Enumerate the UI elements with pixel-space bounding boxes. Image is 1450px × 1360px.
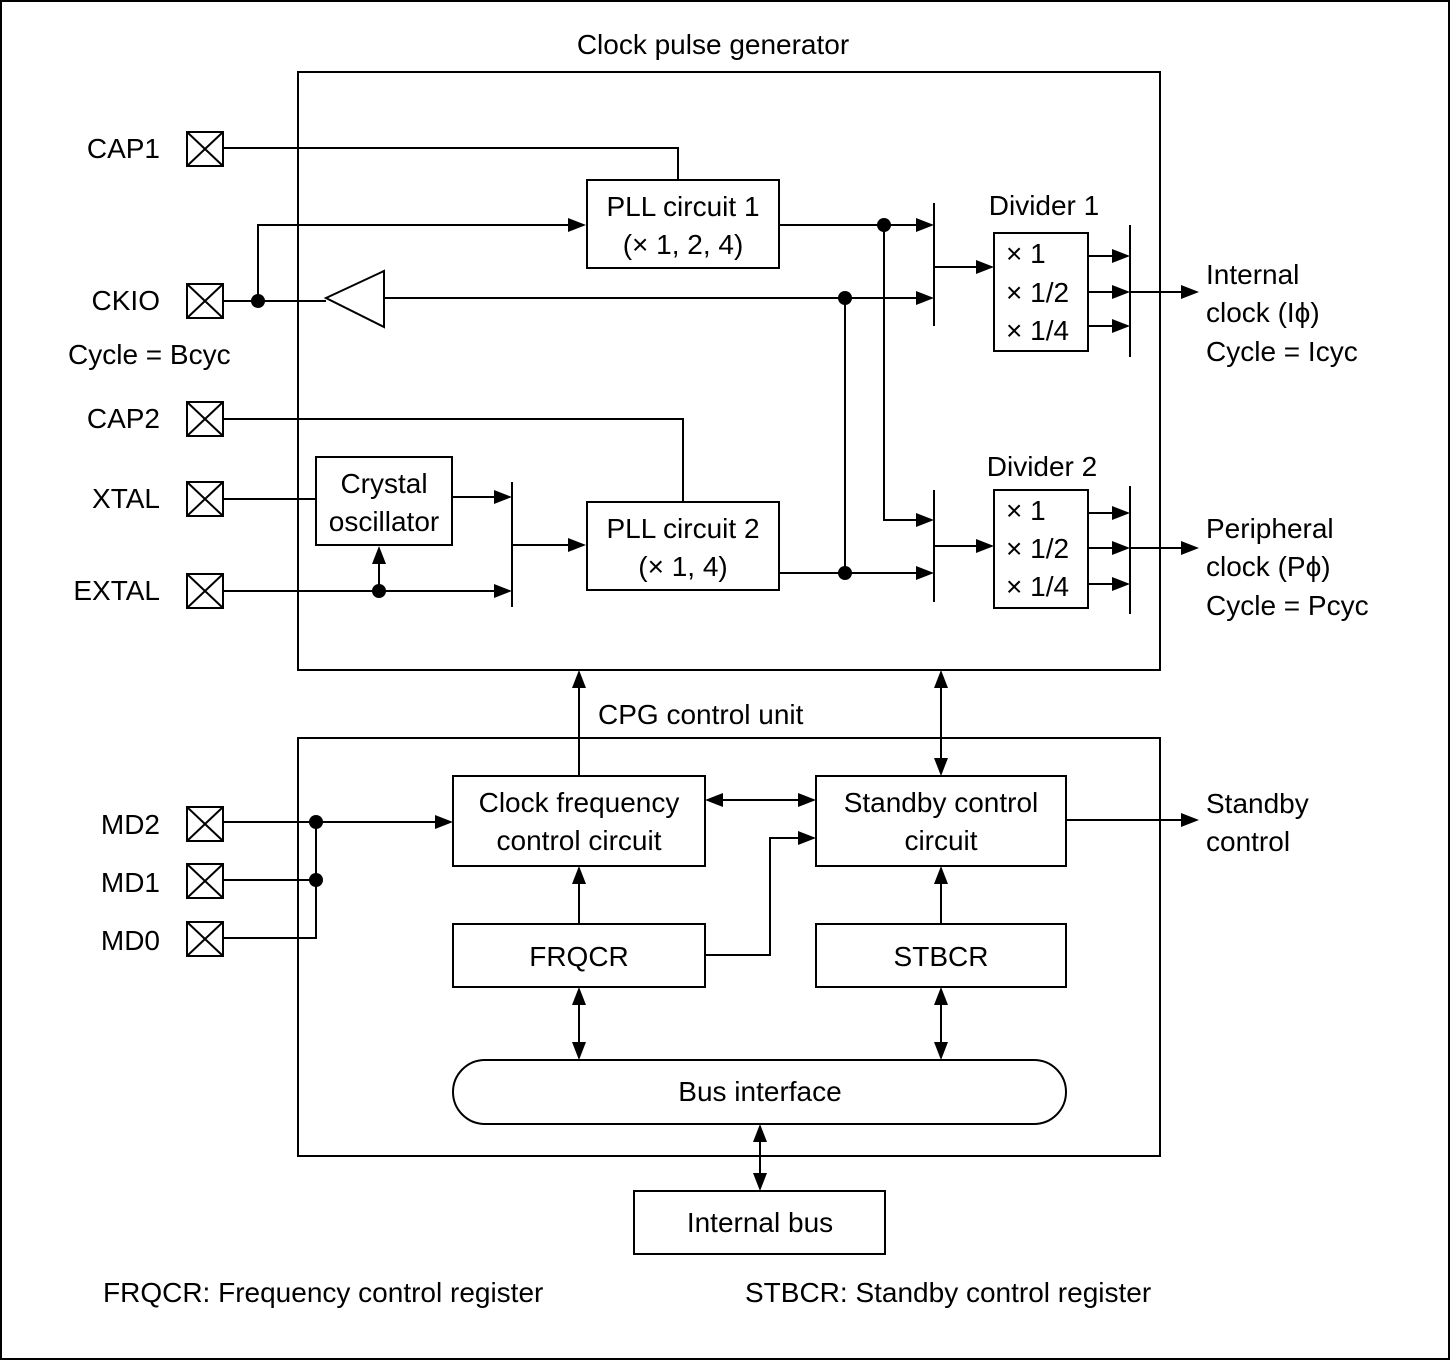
control-arrowheads: [435, 670, 1199, 1191]
clock-frequency-control-label-1: Clock frequency: [479, 787, 680, 818]
control-wiring: [223, 686, 1183, 1175]
bus-interface-label: Bus interface: [678, 1076, 841, 1107]
pin-terminal-md1: [186, 863, 224, 899]
divider-2-ratio-1: × 1: [1006, 495, 1046, 526]
pll-circuit-2-multipliers: (× 1, 4): [638, 551, 727, 582]
cpg-control-unit-title: CPG control unit: [598, 699, 804, 730]
divider-1-ratio-3: × 1/4: [1006, 315, 1069, 346]
crystal-oscillator-label-1: Crystal: [340, 468, 427, 499]
internal-bus-label: Internal bus: [687, 1207, 833, 1238]
pin-terminal-md2: [186, 806, 224, 842]
control-junction-dots: [309, 815, 323, 887]
pin-terminal-extal: [186, 573, 224, 609]
internal-clock-cycle: Cycle = Icyc: [1206, 336, 1358, 367]
ckio-cycle-label: Cycle = Bcyc: [68, 339, 231, 370]
cpg-title: Clock pulse generator: [577, 29, 849, 60]
pin-label-md0: MD0: [101, 925, 160, 956]
crystal-oscillator-box: [315, 456, 453, 546]
standby-control-circuit-label-1: Standby control: [844, 787, 1039, 818]
standby-control-output-label-2: control: [1206, 826, 1290, 857]
cpg-arrowheads: [372, 218, 1199, 598]
standby-control-output-label-1: Standby: [1206, 788, 1309, 819]
pin-terminal-md0: [186, 921, 224, 957]
peripheral-clock-label-2: clock (Pϕ): [1206, 551, 1331, 582]
internal-clock-label-2: clock (Iϕ): [1206, 297, 1320, 328]
legend-frqcr: FRQCR: Frequency control register: [103, 1277, 543, 1308]
pin-terminal-ckio: [186, 283, 224, 319]
pin-label-md2: MD2: [101, 809, 160, 840]
pin-label-xtal: XTAL: [92, 483, 160, 514]
pin-label-md1: MD1: [101, 867, 160, 898]
cpg-junction-dots: [251, 218, 891, 598]
internal-bus-box: [633, 1190, 886, 1255]
divider-1-title: Divider 1: [989, 190, 1099, 221]
peripheral-clock-label-1: Peripheral: [1206, 513, 1334, 544]
cpg-box: [297, 71, 1161, 671]
frqcr-label: FRQCR: [529, 941, 629, 972]
pin-label-cap1: CAP1: [87, 133, 160, 164]
divider-2-title: Divider 2: [987, 451, 1097, 482]
pin-terminal-cap1: [186, 131, 224, 167]
legend-stbcr: STBCR: Standby control register: [745, 1277, 1151, 1308]
crystal-oscillator-label-2: oscillator: [329, 506, 439, 537]
bus-interface-box: [452, 1059, 1067, 1125]
divider-1-ratio-2: × 1/2: [1006, 277, 1069, 308]
pin-terminal-cap2: [186, 401, 224, 437]
pll-circuit-2-label: PLL circuit 2: [606, 513, 759, 544]
divider-2-ratio-3: × 1/4: [1006, 571, 1069, 602]
pll-circuit-1-label: PLL circuit 1: [606, 191, 759, 222]
cpg-wiring: [223, 147, 1183, 614]
pin-label-cap2: CAP2: [87, 403, 160, 434]
internal-clock-label-1: Internal: [1206, 259, 1299, 290]
stbcr-label: STBCR: [894, 941, 989, 972]
ckio-buffer-icon: [323, 269, 385, 329]
peripheral-clock-cycle: Cycle = Pcyc: [1206, 590, 1369, 621]
pin-label-ckio: CKIO: [92, 285, 160, 316]
standby-control-circuit-label-2: circuit: [904, 825, 977, 856]
divider-2-ratio-2: × 1/2: [1006, 533, 1069, 564]
clock-frequency-control-label-2: control circuit: [497, 825, 662, 856]
divider-1-ratio-1: × 1: [1006, 238, 1046, 269]
pll-circuit-1-multipliers: (× 1, 2, 4): [623, 229, 744, 260]
cpg-control-unit-box: [297, 737, 1161, 1157]
pin-terminal-xtal: [186, 481, 224, 517]
pin-label-extal: EXTAL: [73, 575, 160, 606]
